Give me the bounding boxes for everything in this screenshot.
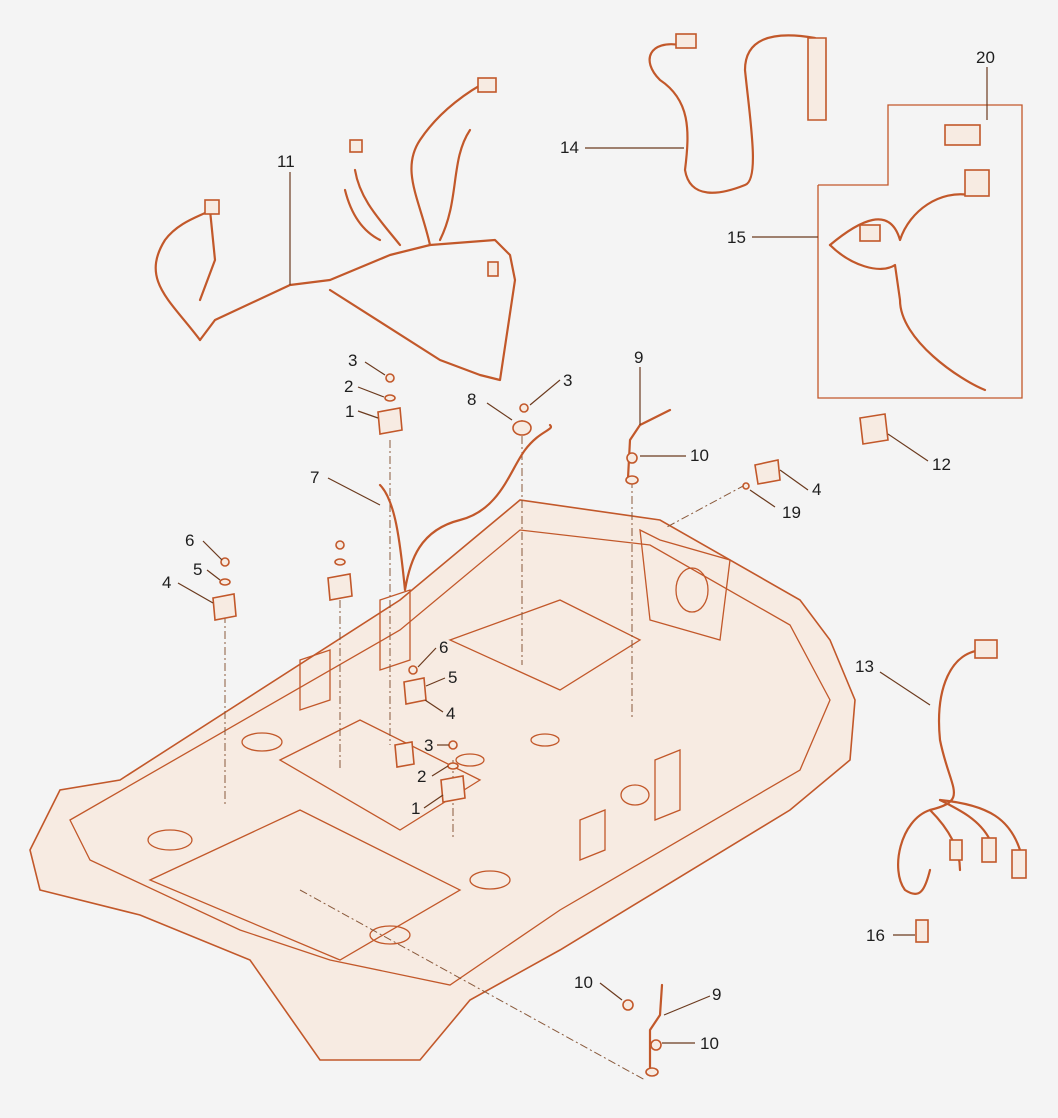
callout-10-upper: 10 <box>690 446 709 465</box>
callout-5-center: 5 <box>448 668 457 687</box>
callout-19: 19 <box>782 503 801 522</box>
clips-and-fasteners <box>212 373 889 1051</box>
callout-4-center: 4 <box>446 704 455 723</box>
callout-9-lower: 9 <box>712 985 721 1004</box>
callout-14: 14 <box>560 138 579 157</box>
callout-3-upper-right: 3 <box>563 371 572 390</box>
callout-15: 15 <box>727 228 746 247</box>
callout-16: 16 <box>866 926 885 945</box>
kit-15 <box>817 104 1023 399</box>
callout-10-lower-right: 10 <box>700 1034 719 1053</box>
callout-1-lower: 1 <box>411 799 420 818</box>
callout-20: 20 <box>976 48 995 67</box>
callout-5-left: 5 <box>193 560 202 579</box>
callout-12: 12 <box>932 455 951 474</box>
callout-labels: 11 14 15 20 12 13 16 9 10 3 8 3 2 1 7 6 … <box>162 48 995 1053</box>
callout-13: 13 <box>855 657 874 676</box>
callout-4-right: 4 <box>812 480 821 499</box>
callout-10-lower-left: 10 <box>574 973 593 992</box>
callout-3-lower: 3 <box>424 736 433 755</box>
callout-4-left: 4 <box>162 573 171 592</box>
callout-9-upper: 9 <box>634 348 643 367</box>
cable-14 <box>648 33 827 194</box>
callout-6-left: 6 <box>185 531 194 550</box>
callout-11: 11 <box>277 152 295 171</box>
callout-3-upper-left: 3 <box>348 351 357 370</box>
wiring-harness-11 <box>154 77 517 382</box>
callout-8: 8 <box>467 390 476 409</box>
cable-7 <box>378 423 553 592</box>
leader-lines <box>177 67 988 1044</box>
callout-7: 7 <box>310 468 319 487</box>
callout-2-upper: 2 <box>344 377 353 396</box>
callout-1-upper: 1 <box>345 402 354 421</box>
callout-2-lower: 2 <box>417 767 426 786</box>
harness-13 <box>897 639 1027 943</box>
callout-6-center: 6 <box>439 638 448 657</box>
